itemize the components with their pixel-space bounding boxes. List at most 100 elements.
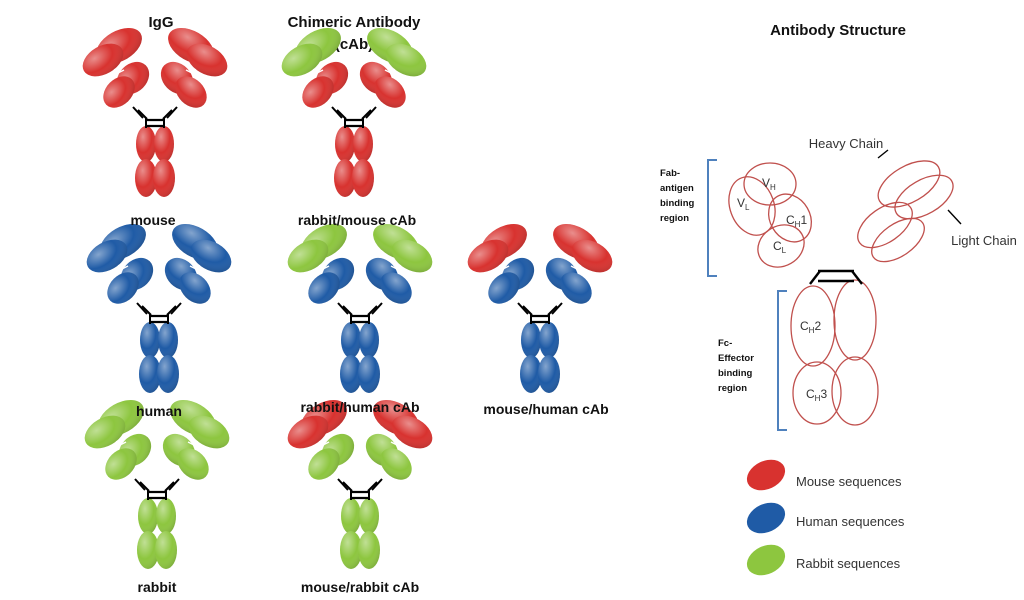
caption-mouse-igg: mouse (130, 212, 175, 228)
ch3-domain (792, 361, 842, 425)
hinge-bond (314, 69, 324, 75)
legend-label-human: Human sequences (796, 514, 905, 529)
hinge-bond (168, 478, 180, 491)
fab-label-line1: Fab- (660, 168, 680, 179)
hinge-bond (113, 65, 123, 71)
domain-shading (391, 239, 433, 273)
hinge-bond (164, 481, 175, 492)
hinge-bond (139, 481, 150, 492)
domain-shading (138, 498, 158, 534)
heavy-constant-right (857, 201, 913, 249)
domain-shading (334, 159, 356, 197)
domain-shading (136, 126, 156, 162)
fab-label-line4: region (660, 213, 689, 224)
light-constant-right (871, 217, 925, 263)
antibody-human-igg (86, 223, 232, 393)
domain-shading (358, 531, 380, 569)
hinge-bond (115, 69, 125, 75)
antibody-mouse-rabbit-cab (287, 399, 433, 569)
domain-shading (340, 531, 362, 569)
hinge-bond (390, 441, 400, 447)
antibody-mouse-igg (82, 27, 228, 197)
hinge-bond (384, 69, 394, 75)
domain-shading (186, 43, 228, 77)
caption-rabbit-human-cab: rabbit/human cAb (300, 399, 419, 415)
light-variable-right (894, 174, 954, 220)
domain-shading (467, 239, 509, 273)
domain-shading (190, 239, 232, 273)
fc-bracket (777, 290, 787, 431)
domain-shading (177, 448, 209, 480)
vh-label: VH (762, 176, 776, 192)
domain-shading (155, 531, 177, 569)
light-chain-pointer (947, 209, 962, 225)
vl-domain (728, 176, 776, 236)
hinge-bond (119, 265, 129, 271)
caption-rabbit-igg: rabbit (138, 579, 177, 595)
domain-shading (156, 498, 176, 534)
hinge-bond (189, 265, 199, 271)
ch2-domain (790, 285, 836, 367)
fc-label-line2: Effector (718, 353, 754, 364)
hinge-bond (337, 302, 349, 315)
domain-shading (103, 76, 135, 108)
hinge-bond (500, 265, 510, 271)
hinge-bond (517, 302, 529, 315)
chimeric-header-line2: (cAb) (335, 36, 373, 53)
fab-label-line2: antigen (660, 183, 694, 194)
domain-shading (391, 415, 433, 449)
heavy-chain-label: Heavy Chain (809, 136, 883, 151)
caption-rabbit-mouse-cab: rabbit/mouse cAb (298, 212, 416, 228)
domain-shading (359, 322, 379, 358)
hinge-bond (185, 69, 195, 75)
domain-shading (140, 322, 160, 358)
hinge-bond (191, 261, 201, 267)
domain-shading (560, 272, 592, 304)
fc-label-line3: binding (718, 368, 752, 379)
cl-domain (757, 224, 805, 268)
ch2-domain-right (833, 279, 877, 361)
domain-shading (374, 76, 406, 108)
domain-shading (82, 43, 124, 77)
fab-label-line3: binding (660, 198, 694, 209)
hinge-bond (367, 305, 378, 316)
antibody-rabbit-human-cab (287, 223, 433, 393)
domain-shading (105, 448, 137, 480)
domain-shading (84, 415, 126, 449)
hinge-bond (134, 478, 146, 491)
hinge-bond (551, 302, 563, 315)
ch3-domain-right (831, 356, 879, 426)
caption-human-igg: human (136, 403, 182, 419)
hinge-bond (371, 478, 383, 491)
hinge-bond (170, 302, 182, 315)
domain-shading (107, 272, 139, 304)
antibody-mouse-human-cab (467, 223, 613, 393)
domain-shading (287, 239, 329, 273)
hinge-bond (115, 437, 125, 443)
domain-shading (538, 355, 560, 393)
antibody-rabbit-mouse-cab (281, 27, 427, 197)
antibody-structure-schematic (707, 149, 962, 431)
domain-shading (335, 126, 355, 162)
domain-shading (175, 76, 207, 108)
domain-shading (137, 531, 159, 569)
heavy-variable-right (877, 160, 941, 208)
hinge-bond (312, 65, 322, 71)
structure-header: Antibody Structure (770, 22, 906, 39)
hinge-bond (318, 437, 328, 443)
hinge-bond (187, 441, 197, 447)
domain-shading (358, 355, 380, 393)
hinge-bond (132, 106, 144, 119)
ch3-label: CH3 (806, 387, 827, 403)
hinge-bond (189, 437, 199, 443)
legend-label-mouse: Mouse sequences (796, 474, 902, 489)
domain-shading (135, 159, 157, 197)
fab-bracket (707, 159, 717, 277)
hinge-bond (166, 106, 178, 119)
hinge-bond (361, 109, 372, 120)
hinge-bond (141, 305, 152, 316)
domain-shading (571, 239, 613, 273)
domain-shading (308, 272, 340, 304)
fc-label-line1: Fc- (718, 338, 732, 349)
